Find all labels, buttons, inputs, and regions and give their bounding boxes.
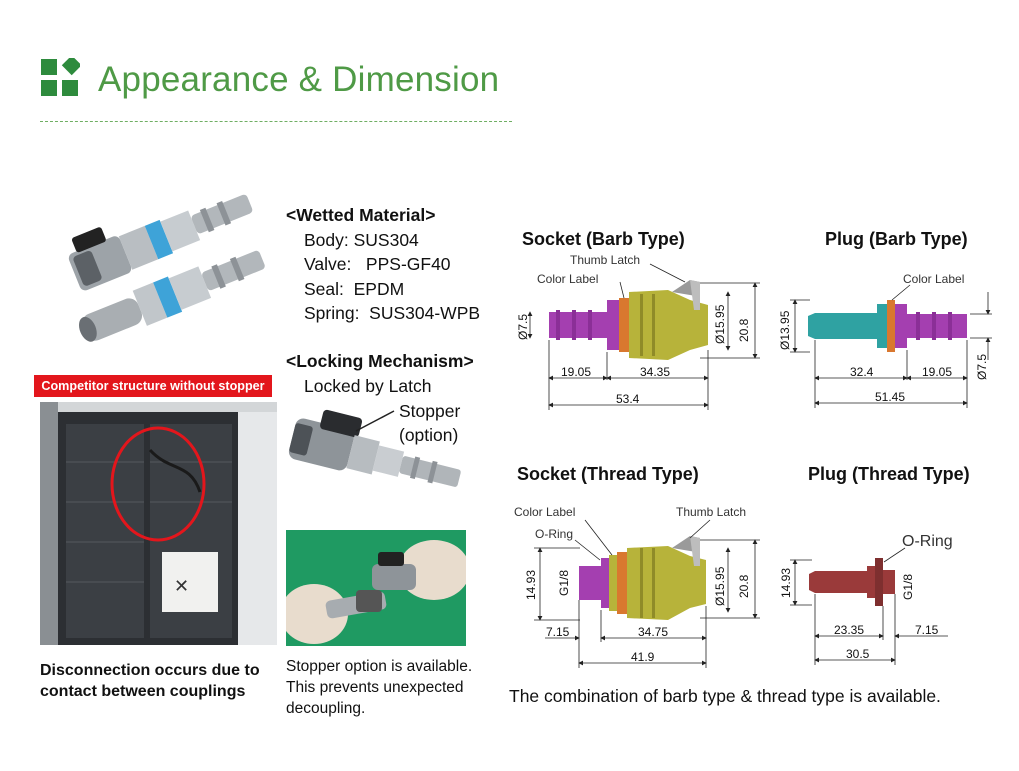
socket-thread-len-b: 34.75 xyxy=(638,625,668,639)
material-line: Seal: EPDM xyxy=(304,278,405,299)
socket-barb-thumb-latch: Thumb Latch xyxy=(570,253,640,267)
title-divider xyxy=(40,121,512,122)
socket-barb-d-left: Ø7.5 xyxy=(516,314,530,340)
locking-line: Locked by Latch xyxy=(304,375,432,396)
socket-barb-drawing: 19.05 34.35 53.4 20.8 Ø15.95 Ø7.5 Thumb … xyxy=(516,253,760,410)
socket-thread-drawing: 7.15 34.75 41.9 14.93 G1/8 20.8 Ø15.95 C… xyxy=(514,505,760,668)
note-line: decoupling. xyxy=(286,700,366,717)
plug-barb-drawing: 32.4 19.05 51.45 Ø13.95 Ø7.5 Color Label xyxy=(778,272,992,408)
note-line: This prevents unexpected xyxy=(286,679,464,696)
socket-thread-o-ring: O-Ring xyxy=(535,527,573,541)
stopper-option-label: Stopper (option) xyxy=(399,399,460,447)
company-logo-icon xyxy=(41,58,80,96)
stopper-photo xyxy=(286,397,466,519)
hands-coupling-photo xyxy=(286,530,466,646)
plug-thread-total: 30.5 xyxy=(846,647,870,661)
plug-thread-len-b: 7.15 xyxy=(915,623,939,637)
socket-thread-title: Socket (Thread Type) xyxy=(517,464,699,484)
locking-heading: <Locking Mechanism> xyxy=(286,351,474,371)
disconnection-caption: Disconnection occurs due to contact betw… xyxy=(40,660,280,702)
socket-barb-d-right: Ø15.95 xyxy=(713,304,727,344)
plug-barb-d-right: Ø7.5 xyxy=(975,354,989,380)
stopper-note: Stopper option is available. This preven… xyxy=(286,656,496,719)
page-title: Appearance & Dimension xyxy=(98,60,500,99)
server-rack-photo: ✕ xyxy=(40,402,277,645)
socket-barb-len-b: 34.35 xyxy=(640,365,670,379)
socket-barb-height: 20.8 xyxy=(737,318,751,342)
caption-line: Disconnection occurs due to xyxy=(40,662,260,679)
plug-thread-thread: G1/8 xyxy=(901,574,915,600)
plug-barb-d-left: Ø13.95 xyxy=(778,310,792,350)
socket-thread-color-label: Color Label xyxy=(514,505,575,519)
plug-barb-color-label: Color Label xyxy=(903,272,964,286)
plug-thread-left-h: 14.93 xyxy=(779,568,793,598)
socket-barb-color-label: Color Label xyxy=(537,272,598,286)
socket-barb-title: Socket (Barb Type) xyxy=(522,229,685,249)
socket-thread-left-h: 14.93 xyxy=(524,570,538,600)
socket-thread-thumb-latch: Thumb Latch xyxy=(676,505,746,519)
plug-thread-drawing: 23.35 7.15 30.5 14.93 G1/8 O-Ring xyxy=(779,533,953,665)
socket-barb-len-a: 19.05 xyxy=(561,365,591,379)
socket-thread-len-a: 7.15 xyxy=(546,625,570,639)
plug-barb-len-a: 32.4 xyxy=(850,365,874,379)
locking-mechanism-block: <Locking Mechanism> Locked by Latch xyxy=(286,349,474,398)
plug-thread-title: Plug (Thread Type) xyxy=(808,464,970,484)
socket-thread-height: 20.8 xyxy=(737,574,751,598)
socket-barb-total: 53.4 xyxy=(616,392,640,406)
coupler-photo xyxy=(58,188,280,348)
plug-thread-o-ring: O-Ring xyxy=(902,533,953,550)
plug-barb-total: 51.45 xyxy=(875,390,905,404)
svg-text:✕: ✕ xyxy=(174,576,189,596)
note-line: Stopper option is available. xyxy=(286,658,473,675)
combination-note: The combination of barb type & thread ty… xyxy=(509,686,941,706)
competitor-banner: Competitor structure without stopper xyxy=(34,375,272,397)
material-line: Spring: SUS304-WPB xyxy=(304,303,481,323)
wetted-material-heading: <Wetted Material> xyxy=(286,205,436,225)
plug-barb-len-b: 19.05 xyxy=(922,365,952,379)
socket-thread-thread: G1/8 xyxy=(557,570,571,596)
caption-line: contact between couplings xyxy=(40,683,246,700)
stopper-line: (option) xyxy=(399,425,459,445)
stopper-line: Stopper xyxy=(399,401,461,421)
plug-barb-title: Plug (Barb Type) xyxy=(825,229,968,249)
socket-thread-d-right: Ø15.95 xyxy=(713,566,727,606)
material-line: Valve: PPS-GF40 xyxy=(304,254,451,274)
socket-thread-total: 41.9 xyxy=(631,650,655,664)
wetted-material-block: <Wetted Material> Body: SUS304 Valve: PP… xyxy=(286,203,480,326)
material-line: Body: SUS304 xyxy=(304,229,419,250)
plug-thread-len-a: 23.35 xyxy=(834,623,864,637)
